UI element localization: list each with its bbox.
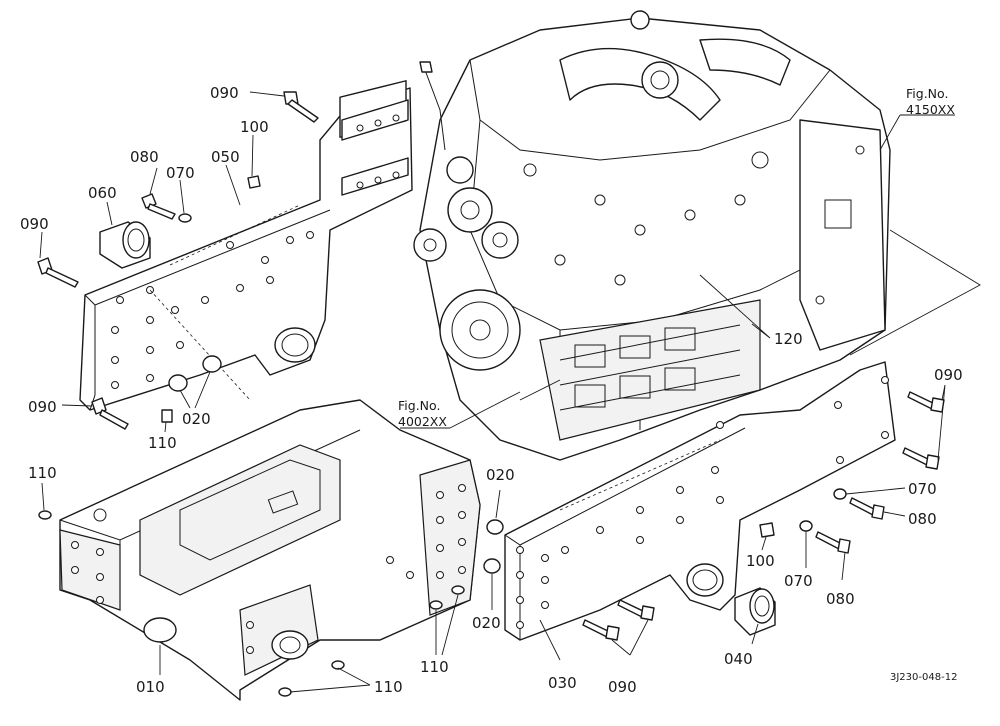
label-010: 010 bbox=[136, 678, 165, 696]
part-number-labels: 090 100 080 070 050 060 090 090 020 110 … bbox=[20, 84, 963, 696]
label-110-mid: 110 bbox=[148, 434, 177, 452]
spacer-060 bbox=[99, 221, 151, 269]
bolt-090-left bbox=[37, 257, 79, 288]
collars-020-center bbox=[483, 519, 504, 574]
bolt-080-top bbox=[141, 193, 176, 220]
label-120: 120 bbox=[774, 330, 803, 348]
spacer-040 bbox=[734, 587, 776, 636]
label-090-top: 090 bbox=[210, 84, 239, 102]
stud-110-mid bbox=[161, 409, 173, 423]
label-080-top: 080 bbox=[130, 148, 159, 166]
label-100-top: 100 bbox=[240, 118, 269, 136]
collar-020-left bbox=[168, 355, 222, 392]
nut-100-right bbox=[759, 522, 775, 538]
label-020-lower: 020 bbox=[472, 614, 501, 632]
label-070-right: 070 bbox=[908, 480, 937, 498]
bolt-080-right bbox=[849, 497, 885, 520]
bolt-090-top bbox=[283, 91, 319, 123]
fig-ref-engine: 4150XX bbox=[906, 102, 955, 117]
label-080-right: 080 bbox=[908, 510, 937, 528]
label-110-left: 110 bbox=[28, 464, 57, 482]
label-060: 060 bbox=[88, 184, 117, 202]
label-040: 040 bbox=[724, 650, 753, 668]
label-020-center: 020 bbox=[486, 466, 515, 484]
front-frame-010 bbox=[59, 399, 481, 701]
nut-100-top bbox=[247, 175, 261, 189]
leader-lines bbox=[39, 91, 981, 693]
label-020-left: 020 bbox=[182, 410, 211, 428]
label-110-bottom-center: 110 bbox=[420, 658, 449, 676]
label-090-bottom: 090 bbox=[608, 678, 637, 696]
washer-070-top bbox=[178, 213, 192, 223]
drawing-code: 3J230-048-12 bbox=[890, 672, 957, 683]
label-070-lower-right: 070 bbox=[784, 572, 813, 590]
bolts-090-bottom bbox=[582, 599, 655, 641]
washer-070-lower-right bbox=[799, 520, 813, 532]
label-100-right: 100 bbox=[746, 552, 775, 570]
label-090-lower-left: 090 bbox=[28, 398, 57, 416]
left-bracket-plate-050 bbox=[79, 80, 413, 411]
bolts-090-right bbox=[902, 391, 945, 470]
bolt-090-lower-left bbox=[91, 397, 129, 430]
right-bracket-plate-030 bbox=[504, 361, 896, 641]
washer-070-right bbox=[833, 488, 847, 500]
engine-assembly bbox=[413, 10, 891, 461]
fig-no-label-frame: Fig.No. bbox=[398, 398, 440, 413]
label-030: 030 bbox=[548, 674, 577, 692]
bolt-080-lower-right bbox=[815, 531, 851, 554]
label-090-left: 090 bbox=[20, 215, 49, 233]
label-080-lower-right: 080 bbox=[826, 590, 855, 608]
studs-110-bottom bbox=[38, 510, 465, 697]
fig-ref-frame: 4002XX bbox=[398, 414, 447, 429]
label-050: 050 bbox=[211, 148, 240, 166]
label-110-bottom: 110 bbox=[374, 678, 403, 696]
fig-no-label-engine: Fig.No. bbox=[906, 86, 948, 101]
label-070-top: 070 bbox=[166, 164, 195, 182]
label-090-right: 090 bbox=[934, 366, 963, 384]
figure-references: Fig.No. 4150XX Fig.No. 4002XX bbox=[398, 86, 955, 429]
